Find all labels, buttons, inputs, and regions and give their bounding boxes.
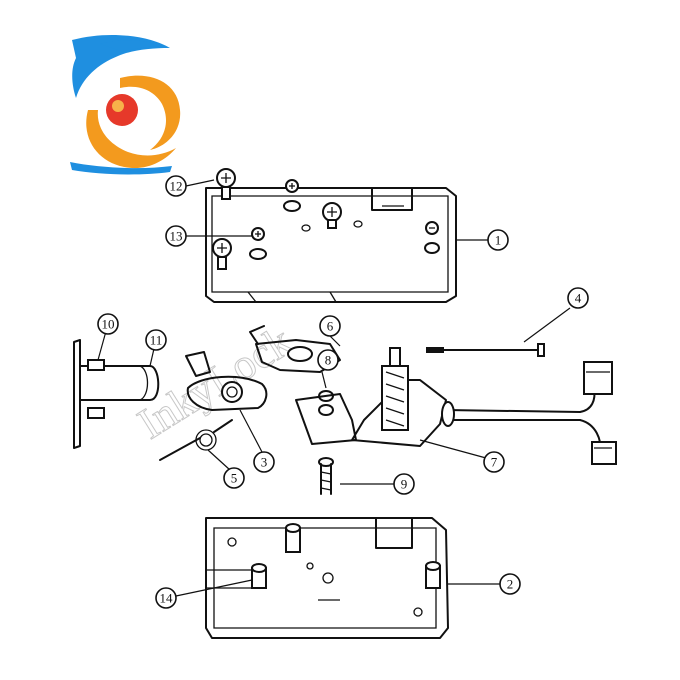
callout-13: 13 xyxy=(165,225,187,247)
callout-14-label: 14 xyxy=(160,591,174,606)
callout-14: 14 xyxy=(155,587,177,609)
callout-5: 5 xyxy=(223,467,245,489)
base-plate xyxy=(205,517,449,639)
leader-lines xyxy=(97,179,571,597)
callout-6-label: 6 xyxy=(327,319,334,334)
callout-4-label: 4 xyxy=(575,291,582,306)
callout-11-label: 11 xyxy=(150,333,163,348)
callout-1-label: 1 xyxy=(495,233,502,248)
callout-6: 6 xyxy=(319,315,341,337)
callout-11: 11 xyxy=(145,329,167,351)
callout-8-label: 8 xyxy=(325,353,332,368)
callout-9-label: 9 xyxy=(401,477,408,492)
long-pin xyxy=(426,343,545,357)
callout-8: 8 xyxy=(317,349,339,371)
callout-1: 1 xyxy=(487,229,509,251)
latch-cam xyxy=(249,325,341,373)
solenoid-motor xyxy=(295,347,617,465)
callout-7-label: 7 xyxy=(491,455,498,470)
callout-12-label: 12 xyxy=(170,179,183,194)
callout-10: 10 xyxy=(97,313,119,335)
callout-2: 2 xyxy=(499,573,521,595)
callout-7: 7 xyxy=(483,451,505,473)
callout-13-label: 13 xyxy=(170,229,183,244)
callout-5-label: 5 xyxy=(231,471,238,486)
callout-10-label: 10 xyxy=(102,317,115,332)
torsion-spring xyxy=(159,419,233,461)
callout-4: 4 xyxy=(567,287,589,309)
top-cover-plate xyxy=(205,168,457,303)
callout-2-label: 2 xyxy=(507,577,514,592)
callout-3-label: 3 xyxy=(261,455,268,470)
washers xyxy=(318,390,334,416)
callout-12: 12 xyxy=(165,175,187,197)
screw xyxy=(318,457,334,495)
company-logo xyxy=(70,34,181,175)
cam-lever xyxy=(185,351,268,411)
callout-9: 9 xyxy=(393,473,415,495)
callout-3: 3 xyxy=(253,451,275,473)
